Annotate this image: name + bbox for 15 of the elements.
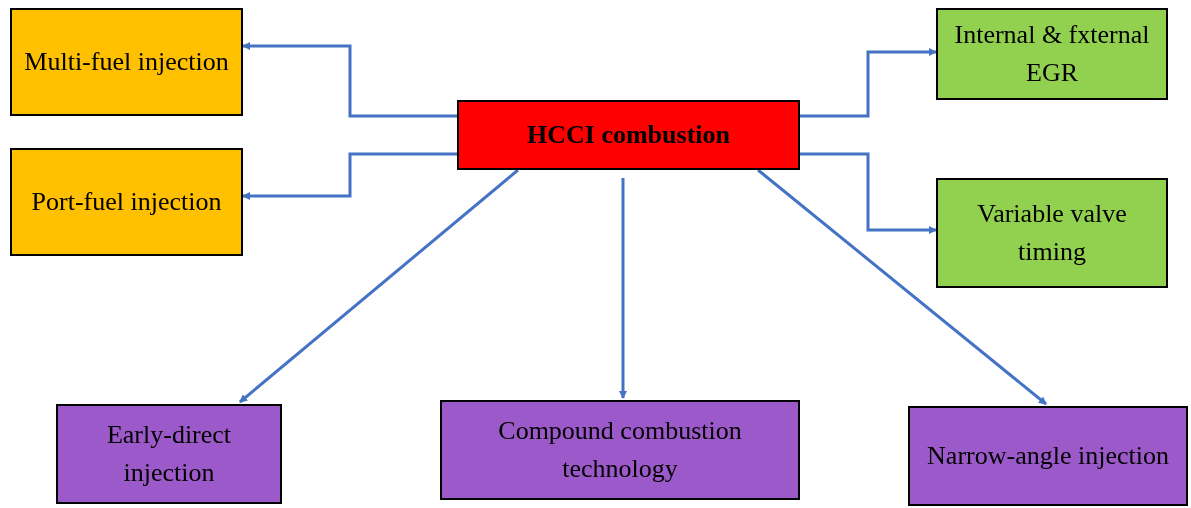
process-box: Early-direct injection xyxy=(56,404,282,504)
process-box: Internal & fxternal EGR xyxy=(936,8,1168,100)
process-box: Variable valve timing xyxy=(936,178,1168,288)
center-box: HCCI combustion xyxy=(457,100,800,170)
process-box: Port-fuel injection xyxy=(10,148,243,256)
arrow xyxy=(242,42,457,118)
arrow xyxy=(800,48,937,118)
process-box: Narrow-angle injection xyxy=(908,406,1188,506)
process-box: Multi-fuel injection xyxy=(10,8,243,116)
process-box: Compound combustion technology xyxy=(440,400,800,500)
arrow xyxy=(242,152,457,200)
arrow xyxy=(757,168,1047,406)
arrow xyxy=(239,168,519,404)
arrow xyxy=(619,178,627,399)
arrow xyxy=(800,152,937,234)
